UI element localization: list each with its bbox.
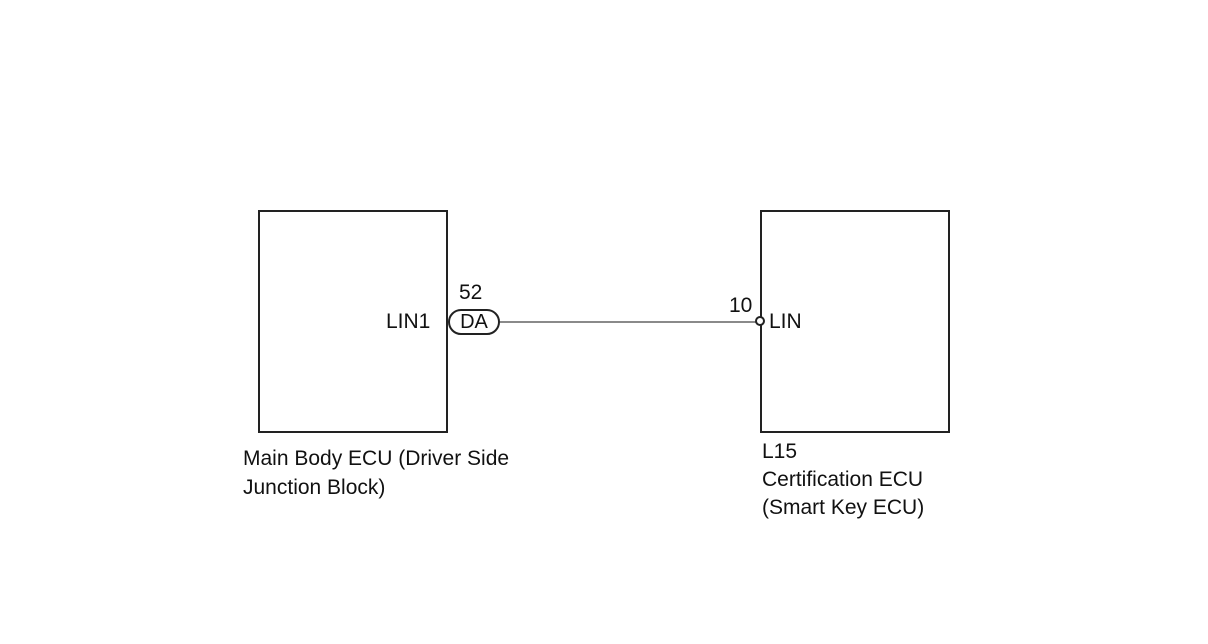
main-body-ecu-name-line1: Main Body ECU (Driver Side xyxy=(243,447,510,470)
certification-ecu-box xyxy=(760,210,950,433)
main-body-ecu-pin-label: LIN1 xyxy=(386,310,431,333)
main-body-ecu-pin-number: 52 xyxy=(459,281,483,304)
connector-da: DA xyxy=(448,309,500,335)
certification-ecu-pin-label: LIN xyxy=(769,310,802,333)
main-body-ecu-box xyxy=(258,210,448,433)
certification-ecu-pin-number: 10 xyxy=(729,294,753,317)
certification-ecu-name-line1: Certification ECU xyxy=(762,468,924,491)
lin-terminal-circle xyxy=(755,316,765,326)
lin-wire xyxy=(500,321,756,323)
main-body-ecu-name-line2: Junction Block) xyxy=(243,476,386,499)
certification-ecu-name-line2: (Smart Key ECU) xyxy=(762,496,925,519)
certification-ecu-code: L15 xyxy=(762,440,798,463)
connector-code-label: DA xyxy=(460,311,488,333)
